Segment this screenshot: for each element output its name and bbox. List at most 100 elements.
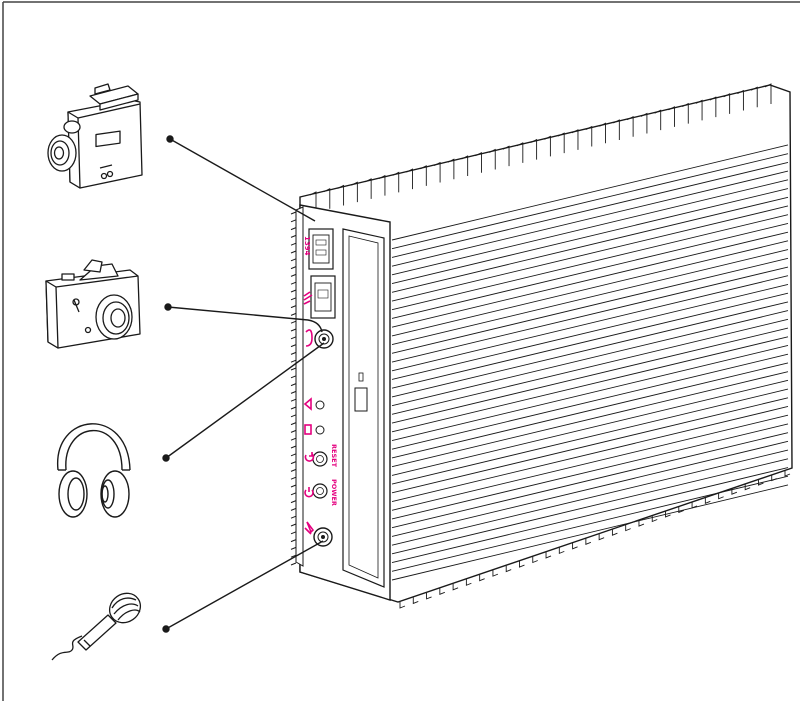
top-fin	[447, 158, 455, 180]
bottom-fin	[665, 510, 671, 518]
reset-button[interactable]	[312, 451, 328, 467]
bottom-fin	[412, 597, 419, 605]
side-fin	[290, 367, 297, 371]
top-fin	[709, 96, 717, 118]
power-led	[315, 400, 325, 410]
bottom-fin	[731, 488, 738, 495]
side-fin	[290, 476, 297, 480]
headphones-line	[165, 342, 325, 459]
headphones-icon	[57, 423, 131, 518]
top-fin	[723, 93, 731, 114]
mic-in-jack[interactable]	[313, 527, 333, 547]
side-fin	[290, 445, 297, 449]
side-fin	[290, 515, 297, 519]
side-fin	[290, 266, 297, 270]
side-fin	[290, 383, 297, 387]
top-fin	[695, 99, 703, 121]
power-button[interactable]	[312, 483, 328, 499]
fin-line	[391, 388, 789, 485]
side-fin	[290, 468, 297, 472]
top-fin	[764, 83, 772, 104]
top-fin	[640, 112, 648, 134]
line-out-jack[interactable]	[314, 329, 334, 349]
usb-port[interactable]	[310, 275, 336, 319]
fin-line	[391, 188, 789, 285]
fin-line	[391, 379, 789, 476]
side-fin	[290, 344, 297, 348]
side-fin	[290, 336, 297, 340]
bottom-fin	[532, 556, 538, 564]
top-fin	[751, 86, 758, 108]
side-fin	[290, 414, 297, 418]
side-fin	[290, 484, 297, 488]
bottom-fin	[651, 515, 658, 523]
connection-lines	[162, 135, 325, 633]
top-fin	[599, 122, 606, 144]
side-fin	[290, 406, 297, 410]
top-fin	[557, 132, 565, 154]
fin-line	[391, 266, 789, 363]
embedded-pc-chassis	[290, 83, 793, 609]
bottom-fin	[625, 524, 631, 532]
top-fin	[475, 151, 482, 173]
fin-line	[391, 240, 789, 337]
speaker-symbol-icon	[303, 397, 312, 411]
fin-line	[391, 318, 789, 415]
ieee1394-label: 1394	[303, 236, 311, 256]
side-fin	[290, 507, 297, 511]
bottom-fin	[545, 551, 552, 559]
fin-line	[391, 467, 789, 564]
top-fin	[737, 89, 744, 111]
bottom-fin	[399, 602, 406, 609]
reset-symbol-icon	[304, 452, 315, 462]
power-symbol-icon	[304, 487, 314, 498]
bottom-fin	[598, 533, 605, 541]
top-fin	[502, 145, 510, 167]
fin-line	[391, 345, 789, 441]
top-fin	[323, 187, 331, 209]
side-fin	[290, 390, 297, 394]
camcorder-line	[169, 138, 316, 222]
bottom-fin	[465, 579, 472, 586]
bottom-fin	[678, 506, 684, 514]
port-symbols	[303, 291, 315, 535]
camera-icon	[45, 259, 141, 349]
fin-line	[391, 275, 789, 372]
side-fin	[290, 242, 297, 246]
bottom-fin	[784, 470, 791, 477]
fin-line	[391, 432, 789, 529]
side-fin	[290, 500, 297, 504]
headphone-symbol-icon	[305, 329, 313, 347]
bottom-fin	[505, 565, 512, 573]
side-fin	[290, 437, 297, 441]
fin-line	[391, 414, 789, 511]
side-fin	[290, 219, 297, 223]
top-fin	[489, 148, 496, 170]
top-fin	[585, 125, 593, 147]
camcorder-icon	[47, 83, 143, 189]
fin-line	[391, 153, 789, 250]
side-fin	[290, 289, 297, 293]
fin-line	[391, 292, 789, 389]
side-fin	[290, 312, 297, 316]
bottom-fin	[744, 483, 751, 491]
side-fin	[290, 211, 297, 215]
ieee1394-port[interactable]	[308, 228, 334, 270]
side-fin	[290, 375, 297, 379]
side-fin	[290, 539, 297, 543]
top-fin	[544, 135, 551, 157]
fin-line	[391, 336, 789, 433]
side-fin	[290, 250, 297, 254]
side-fin	[290, 546, 297, 550]
fin-line	[391, 406, 789, 502]
top-fin	[433, 161, 441, 183]
side-fin	[290, 297, 297, 301]
side-fin	[290, 359, 297, 363]
fin-line	[391, 397, 789, 494]
usb-symbol-icon	[303, 291, 313, 305]
fin-line	[391, 327, 789, 424]
side-fin	[290, 328, 297, 332]
top-fin	[571, 129, 579, 150]
fin-line	[391, 310, 789, 407]
